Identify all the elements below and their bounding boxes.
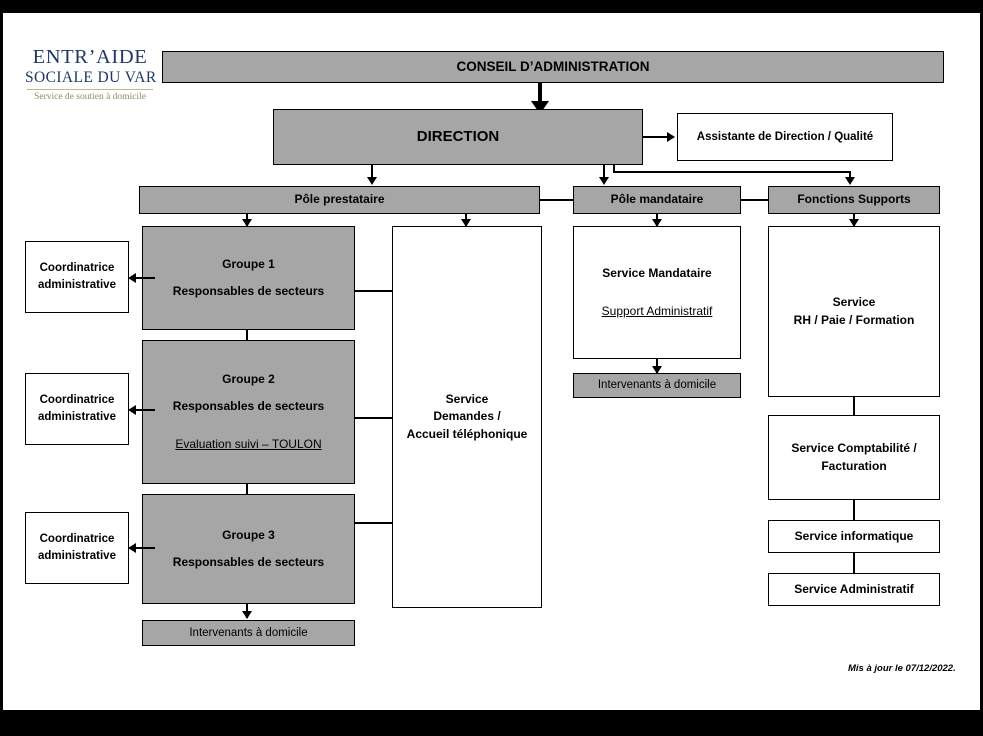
arrowhead-prestataire-service-demandes bbox=[461, 219, 471, 227]
company-logo: ENTR’AIDE SOCIALE DU VAR Service de sout… bbox=[25, 46, 157, 103]
node-coordinatrice-administrative-2-line1: Coordinatrice bbox=[39, 394, 115, 407]
node-service-mandataire-note: Support Administratif bbox=[601, 303, 713, 318]
logo-divider bbox=[27, 89, 153, 90]
node-coordinatrice-administrative-1[interactable]: Coordinatrice administrative bbox=[25, 241, 129, 313]
slide-surface: ENTR’AIDE SOCIALE DU VAR Service de sout… bbox=[3, 13, 980, 710]
node-coordinatrice-administrative-3-line2: administrative bbox=[38, 550, 116, 562]
connector-direction-supports-drop bbox=[613, 165, 615, 173]
node-coordinatrice-administrative-3[interactable]: Coordinatrice administrative bbox=[25, 512, 129, 584]
logo-line-2: SOCIALE DU VAR bbox=[25, 68, 157, 86]
node-service-rh-paie-formation-line2: RH / Paie / Formation bbox=[793, 312, 915, 327]
node-intervenants-domicile-prestataire-label: Intervenants à domicile bbox=[189, 626, 308, 639]
connector-informatique-administratif bbox=[853, 553, 855, 573]
node-coordinatrice-administrative-3-line1: Coordinatrice bbox=[39, 533, 115, 546]
connector-prestataire-mandataire bbox=[540, 199, 573, 201]
node-service-comptabilite-facturation[interactable]: Service Comptabilité / Facturation bbox=[768, 415, 940, 500]
connector-mandataire-supports bbox=[741, 199, 768, 201]
node-groupe-2-title: Groupe 2 bbox=[222, 371, 275, 386]
connector-direction-prestataire bbox=[371, 165, 373, 183]
arrowhead-supports-service-rh bbox=[849, 219, 859, 227]
arrowhead-groupe2-coordinatrice2 bbox=[128, 405, 136, 415]
node-groupe-3-title: Groupe 3 bbox=[222, 527, 275, 542]
node-pole-mandataire[interactable]: Pôle mandataire bbox=[573, 186, 741, 214]
node-service-comptabilite-facturation-line1: Service Comptabilité / bbox=[791, 441, 917, 456]
node-intervenants-domicile-mandataire[interactable]: Intervenants à domicile bbox=[573, 373, 741, 398]
node-service-demandes-accueil-line2: Demandes / bbox=[433, 409, 501, 424]
node-service-informatique-label: Service informatique bbox=[794, 528, 914, 543]
connector-groupe3-service-demandes bbox=[355, 522, 394, 524]
node-intervenants-domicile-prestataire[interactable]: Intervenants à domicile bbox=[142, 620, 355, 646]
node-conseil-administration-label: CONSEIL D’ADMINISTRATION bbox=[456, 59, 650, 75]
node-direction-label: DIRECTION bbox=[416, 128, 500, 146]
node-groupe-3-subtitle: Responsables de secteurs bbox=[172, 555, 325, 570]
node-service-administratif[interactable]: Service Administratif bbox=[768, 573, 940, 606]
node-pole-prestataire-label: Pôle prestataire bbox=[294, 192, 385, 207]
node-fonctions-supports[interactable]: Fonctions Supports bbox=[768, 186, 940, 214]
connector-groupe2-groupe3 bbox=[246, 484, 248, 494]
node-coordinatrice-administrative-2[interactable]: Coordinatrice administrative bbox=[25, 373, 129, 445]
arrowhead-direction-assistante bbox=[667, 132, 675, 142]
org-chart-canvas: ENTR’AIDE SOCIALE DU VAR Service de sout… bbox=[3, 13, 980, 710]
node-assistante-direction-qualite-label: Assistante de Direction / Qualité bbox=[696, 130, 874, 143]
node-service-mandataire-title: Service Mandataire bbox=[602, 265, 712, 280]
connector-groupe1-service-demandes bbox=[355, 290, 394, 292]
node-service-administratif-label: Service Administratif bbox=[794, 581, 914, 596]
node-coordinatrice-administrative-1-line1: Coordinatrice bbox=[39, 262, 115, 275]
arrowhead-prestataire-groupe1 bbox=[242, 219, 252, 227]
node-groupe-1[interactable]: Groupe 1 Responsables de secteurs bbox=[142, 226, 355, 330]
node-conseil-administration[interactable]: CONSEIL D’ADMINISTRATION bbox=[162, 51, 944, 83]
arrowhead-direction-supports bbox=[845, 177, 855, 185]
connector-direction-assistante bbox=[643, 136, 669, 138]
arrowhead-direction-mandataire bbox=[599, 177, 609, 185]
connector-rh-comptabilite bbox=[853, 397, 855, 415]
arrowhead-groupe1-coordinatrice1 bbox=[128, 273, 136, 283]
connector-comptabilite-informatique bbox=[853, 500, 855, 520]
node-service-comptabilite-facturation-line2: Facturation bbox=[821, 458, 887, 473]
arrowhead-direction-prestataire bbox=[367, 177, 377, 185]
node-service-rh-paie-formation-line1: Service bbox=[832, 295, 876, 310]
logo-tagline: Service de soutien à domicile bbox=[34, 92, 146, 102]
connector-groupe2-service-demandes bbox=[355, 417, 394, 419]
node-pole-prestataire[interactable]: Pôle prestataire bbox=[139, 186, 540, 214]
node-coordinatrice-administrative-2-line2: administrative bbox=[38, 411, 116, 423]
last-updated-text: Mis à jour le 07/12/2022. bbox=[848, 663, 956, 674]
connector-direction-mandataire bbox=[603, 165, 605, 183]
node-groupe-2[interactable]: Groupe 2 Responsables de secteurs Evalua… bbox=[142, 340, 355, 484]
node-fonctions-supports-label: Fonctions Supports bbox=[797, 192, 911, 207]
arrowhead-service-mandataire-intervenants bbox=[652, 366, 662, 374]
node-direction[interactable]: DIRECTION bbox=[273, 109, 643, 165]
node-groupe-3[interactable]: Groupe 3 Responsables de secteurs bbox=[142, 494, 355, 604]
node-intervenants-domicile-mandataire-label: Intervenants à domicile bbox=[597, 379, 717, 392]
connector-conseil-direction bbox=[538, 83, 542, 107]
node-groupe-1-subtitle: Responsables de secteurs bbox=[172, 284, 325, 299]
connector-groupe3-coordinatrice3 bbox=[133, 547, 155, 549]
node-groupe-2-subtitle: Responsables de secteurs bbox=[172, 399, 325, 414]
arrowhead-groupe3-coordinatrice3 bbox=[128, 543, 136, 553]
connector-groupe2-coordinatrice2 bbox=[133, 409, 155, 411]
node-pole-mandataire-label: Pôle mandataire bbox=[610, 192, 704, 207]
arrowhead-mandataire-service bbox=[652, 219, 662, 227]
connector-groupe1-coordinatrice1 bbox=[133, 277, 155, 279]
node-groupe-2-note: Evaluation suivi – TOULON bbox=[175, 436, 322, 451]
arrowhead-groupe3-intervenants bbox=[242, 611, 252, 619]
node-service-demandes-accueil[interactable]: Service Demandes / Accueil téléphonique bbox=[392, 226, 542, 608]
node-groupe-1-title: Groupe 1 bbox=[222, 256, 275, 271]
node-service-demandes-accueil-line1: Service bbox=[445, 391, 489, 406]
node-assistante-direction-qualite[interactable]: Assistante de Direction / Qualité bbox=[677, 113, 893, 161]
node-service-demandes-accueil-line3: Accueil téléphonique bbox=[406, 426, 528, 441]
node-coordinatrice-administrative-1-line2: administrative bbox=[38, 279, 116, 291]
node-service-mandataire[interactable]: Service Mandataire Support Administratif bbox=[573, 226, 741, 359]
node-service-informatique[interactable]: Service informatique bbox=[768, 520, 940, 553]
connector-direction-supports-run bbox=[613, 171, 851, 173]
node-service-rh-paie-formation[interactable]: Service RH / Paie / Formation bbox=[768, 226, 940, 397]
logo-line-1: ENTR’AIDE bbox=[32, 46, 148, 68]
connector-groupe1-groupe2 bbox=[246, 330, 248, 340]
